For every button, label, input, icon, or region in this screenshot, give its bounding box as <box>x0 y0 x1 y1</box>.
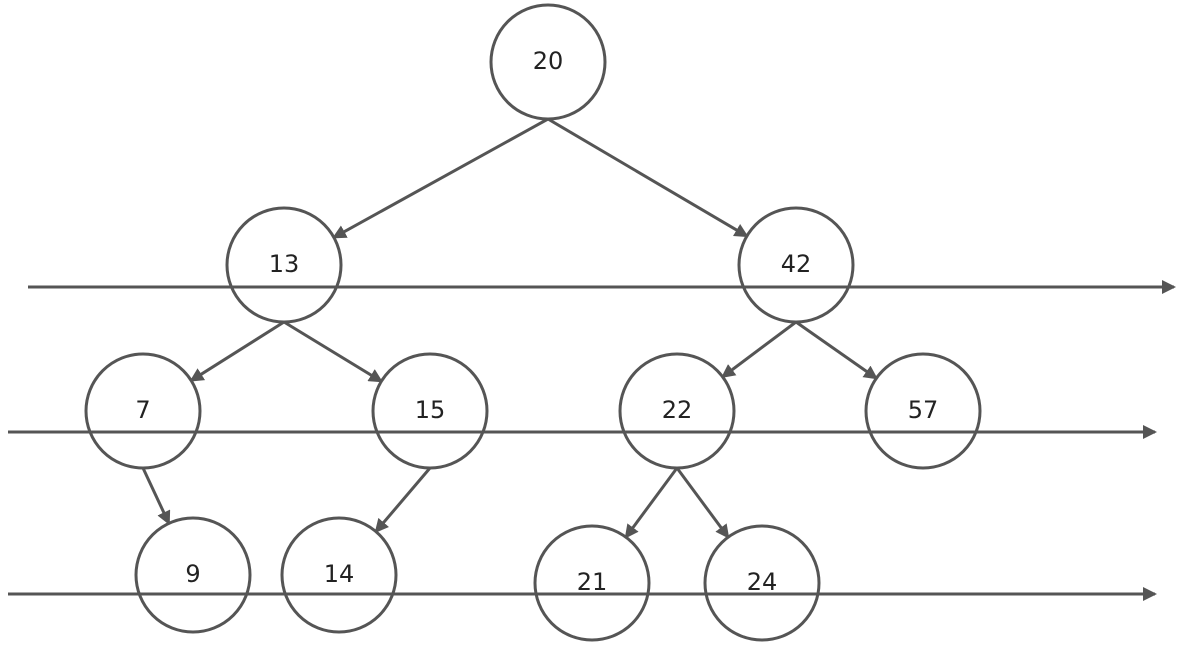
tree-node-15: 15 <box>371 352 489 470</box>
edges-layer <box>141 117 878 539</box>
node-circle <box>371 352 489 470</box>
node-label: 20 <box>533 47 564 75</box>
node-label: 15 <box>415 396 446 424</box>
nodes-layer: 20 13 42 7 15 22 57 9 14 21 24 <box>84 3 982 642</box>
edge-13-to-15 <box>283 320 384 383</box>
level-arrows-layer <box>8 280 1176 601</box>
node-label: 24 <box>747 568 778 596</box>
tree-node-7: 7 <box>84 352 202 470</box>
node-circle <box>737 206 855 324</box>
node-circle <box>84 352 202 470</box>
tree-node-42: 42 <box>737 206 855 324</box>
edge-42-to-57 <box>795 320 878 380</box>
node-circle <box>134 516 252 634</box>
tree-node-14: 14 <box>280 516 398 634</box>
tree-node-20: 20 <box>489 3 607 121</box>
tree-node-21: 21 <box>533 524 651 642</box>
node-circle <box>703 524 821 642</box>
edge-20-to-13 <box>332 117 549 239</box>
tree-node-24: 24 <box>703 524 821 642</box>
node-circle <box>864 352 982 470</box>
node-label: 22 <box>662 396 693 424</box>
tree-node-9: 9 <box>134 516 252 634</box>
node-label: 14 <box>324 560 355 588</box>
edge-22-to-24 <box>675 467 730 539</box>
edge-15-to-14 <box>374 467 432 534</box>
tree-node-57: 57 <box>864 352 982 470</box>
node-label: 7 <box>135 396 150 424</box>
node-label: 9 <box>185 560 200 588</box>
node-label: 21 <box>577 568 608 596</box>
tree-node-22: 22 <box>618 352 736 470</box>
node-circle <box>533 524 651 642</box>
edge-20-to-42 <box>547 117 749 238</box>
tree-node-13: 13 <box>225 206 343 324</box>
node-circle <box>280 516 398 634</box>
node-label: 42 <box>781 250 812 278</box>
node-circle <box>225 206 343 324</box>
node-circle <box>618 352 736 470</box>
node-circle <box>489 3 607 121</box>
edge-42-to-22 <box>721 320 797 379</box>
node-label: 13 <box>269 250 300 278</box>
node-label: 57 <box>908 396 939 424</box>
edge-13-to-7 <box>189 320 285 382</box>
edge-22-to-21 <box>624 467 679 539</box>
edge-7-to-9 <box>141 467 171 526</box>
